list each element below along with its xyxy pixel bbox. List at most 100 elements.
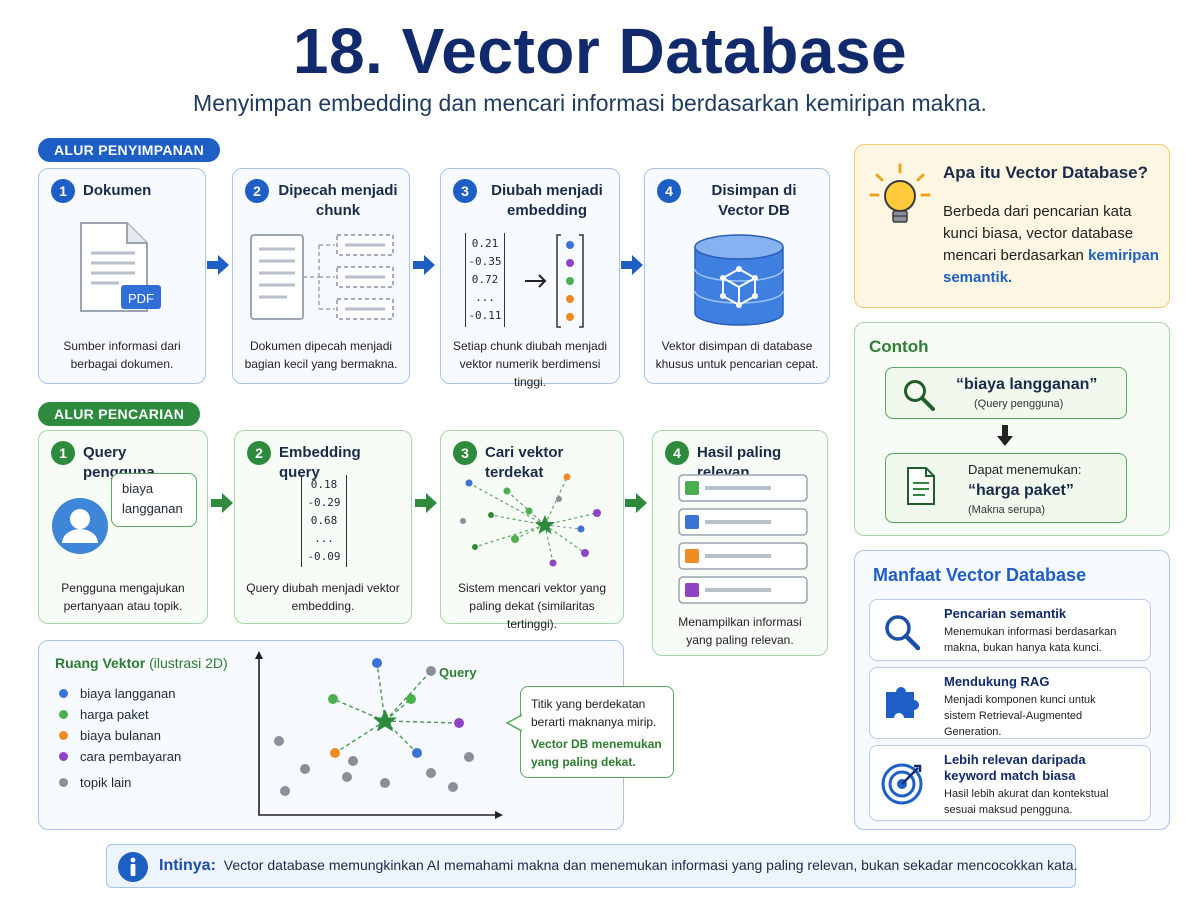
benefit-description: Menemukan informasi berdasarkan makna, b… bbox=[944, 626, 1117, 654]
callout-pointer bbox=[506, 714, 522, 732]
vector-value: ... bbox=[475, 291, 495, 304]
storage-flow-label: ALUR PENYIMPANAN bbox=[38, 138, 220, 162]
example-found-note: (Makna serupa) bbox=[968, 504, 1046, 516]
vector-value: 0.21 bbox=[471, 237, 499, 250]
step-number: 4 bbox=[657, 179, 681, 203]
legend-dot bbox=[59, 731, 68, 740]
summary-text: Vector database memungkinkan AI memahami… bbox=[223, 857, 1078, 873]
search-step-results: 4 Hasil paling relevan Menampilkan infor… bbox=[652, 430, 828, 656]
legend-label: biaya langganan bbox=[80, 686, 176, 701]
legend-label: cara pembayaran bbox=[80, 749, 182, 764]
arrow-right-icon bbox=[211, 493, 233, 513]
search-flow-label: ALUR PENCARIAN bbox=[38, 402, 201, 426]
arrow-right-icon bbox=[415, 493, 437, 513]
vector-space-legend: biaya langganan harga paket biaya bulana… bbox=[59, 683, 229, 793]
benefit-description: Menjadi komponen kunci untuk sistem Retr… bbox=[944, 694, 1096, 738]
callout-highlight: Vector DB menemukan yang paling dekat. bbox=[531, 737, 662, 769]
arrow-right-icon bbox=[207, 255, 229, 275]
example-query-note: (Query pengguna) bbox=[974, 398, 1064, 410]
puzzle-icon bbox=[886, 687, 920, 718]
chunk-icon bbox=[250, 234, 394, 320]
vector-value: -0.11 bbox=[468, 309, 502, 322]
query-vector: 0.18 -0.29 0.68 ... -0.09 bbox=[301, 475, 347, 567]
vector-value: 0.18 bbox=[310, 478, 338, 491]
example-title: Contoh bbox=[869, 337, 929, 356]
step-description: Sistem mencari vektor yang paling dekat … bbox=[457, 581, 607, 631]
lightbulb-icon bbox=[869, 163, 931, 223]
arrow-right-icon bbox=[621, 255, 643, 275]
search-step-query: 1 Query pengguna biaya langganan Penggun… bbox=[38, 430, 208, 624]
step-number: 2 bbox=[247, 441, 271, 465]
benefit-item: Mendukung RAG Menjadi komponen kunci unt… bbox=[869, 667, 1151, 739]
step-title: Dipecah menjadi chunk bbox=[278, 182, 398, 219]
step-number: 1 bbox=[51, 179, 75, 203]
example-found-label: Dapat menemukan: bbox=[968, 462, 1082, 477]
legend-item: harga paket bbox=[59, 704, 229, 725]
arrow-right-icon bbox=[625, 493, 647, 513]
step-title: Embedding query bbox=[279, 444, 361, 481]
step-number: 3 bbox=[453, 441, 477, 465]
magnifier-icon bbox=[885, 615, 921, 651]
callout-text: Titik yang berdekatan berarti maknanya m… bbox=[531, 697, 657, 729]
benefit-title: Pencarian semantik bbox=[944, 606, 1067, 621]
about-panel: Apa itu Vector Database? Berbeda dari pe… bbox=[854, 144, 1170, 308]
about-title: Apa itu Vector Database? bbox=[943, 163, 1149, 182]
step-title: Cari vektor terdekat bbox=[485, 444, 564, 481]
arrow-right-icon bbox=[413, 255, 435, 275]
vector-space-note: (ilustrasi 2D) bbox=[149, 655, 228, 671]
nearest-neighbor-icon bbox=[460, 473, 601, 567]
storage-step-embedding: 3 Diubah menjadi embedding 0.21 -0.35 0.… bbox=[440, 168, 620, 389]
pdf-badge: PDF bbox=[128, 291, 154, 306]
vector-space-title: Ruang Vektor bbox=[55, 655, 146, 671]
benefits-title: Manfaat Vector Database bbox=[873, 565, 1087, 585]
benefit-title: Lebih relevan daripada keyword match bia… bbox=[944, 752, 1086, 783]
page-subtitle: Menyimpan embedding dan mencari informas… bbox=[193, 90, 987, 116]
query-bubble: biaya langganan bbox=[111, 473, 197, 527]
legend-label: harga paket bbox=[80, 707, 149, 722]
query-point-label: Query bbox=[439, 665, 477, 680]
example-query: “biaya langganan” bbox=[956, 376, 1098, 393]
embedding-vector: 0.21 -0.35 0.72 ... -0.11 bbox=[465, 233, 505, 327]
storage-step-document: 1 Dokumen PDF Sumber informasi dari berb… bbox=[38, 168, 206, 384]
vector-value: -0.09 bbox=[307, 550, 341, 563]
step-description: Vektor disimpan di database khusus untuk… bbox=[655, 339, 819, 371]
legend-dot bbox=[59, 710, 68, 719]
benefit-title: Mendukung RAG bbox=[944, 674, 1050, 689]
storage-step-vector-db: 4 Disimpan di Vector DB Vektor disimpan … bbox=[644, 168, 830, 384]
benefit-item: Lebih relevan daripada keyword match bia… bbox=[869, 745, 1151, 821]
step-description: Sumber informasi dari berbagai dokumen. bbox=[63, 339, 181, 371]
step-title: Dokumen bbox=[83, 182, 152, 199]
vector-dots-icon bbox=[525, 234, 584, 328]
step-description: Setiap chunk diubah menjadi vektor numer… bbox=[452, 339, 608, 389]
example-result-box: Dapat menemukan: “harga paket” (Makna se… bbox=[885, 453, 1127, 523]
step-title: Diubah menjadi embedding bbox=[491, 182, 603, 219]
storage-step-chunk: 2 Dipecah menjadi chunk Dokumen dipecah … bbox=[232, 168, 410, 384]
benefit-item: Pencarian semantik Menemukan informasi b… bbox=[869, 599, 1151, 661]
user-avatar-icon bbox=[52, 498, 108, 554]
legend-label: biaya bulanan bbox=[80, 728, 161, 743]
step-description: Dokumen dipecah menjadi bagian kecil yan… bbox=[244, 339, 398, 371]
benefit-description: Hasil lebih akurat dan kontekstual sesua… bbox=[944, 788, 1109, 816]
arrow-down-icon bbox=[997, 425, 1013, 446]
vector-value: -0.29 bbox=[307, 496, 341, 509]
example-panel: Contoh “biaya langganan” (Query pengguna… bbox=[854, 322, 1170, 536]
example-query-box: “biaya langganan” (Query pengguna) bbox=[885, 367, 1127, 419]
search-step-embedding: 2 Embedding query 0.18 -0.29 0.68 ... -0… bbox=[234, 430, 412, 624]
target-icon bbox=[881, 763, 923, 805]
legend-item: cara pembayaran bbox=[59, 746, 229, 767]
vector-value: ... bbox=[314, 532, 334, 545]
vector-value: 0.68 bbox=[310, 514, 338, 527]
search-step-nearest: 3 Cari vektor terdekat Sistem mencari ve… bbox=[440, 430, 624, 631]
database-icon bbox=[694, 234, 784, 326]
step-description: Query diubah menjadi vektor embedding. bbox=[246, 581, 400, 613]
page-title: 18. Vector Database bbox=[292, 15, 908, 87]
legend-item: biaya bulanan bbox=[59, 725, 229, 746]
document-icon bbox=[907, 467, 935, 505]
search-icon bbox=[904, 380, 935, 411]
vector-space-plot bbox=[255, 651, 503, 819]
vector-space-callout: Titik yang berdekatan berarti maknanya m… bbox=[520, 686, 674, 778]
vector-value: 0.72 bbox=[471, 273, 499, 286]
legend-dot bbox=[59, 689, 68, 698]
legend-dot bbox=[59, 752, 68, 761]
legend-item: biaya langganan bbox=[59, 683, 229, 704]
